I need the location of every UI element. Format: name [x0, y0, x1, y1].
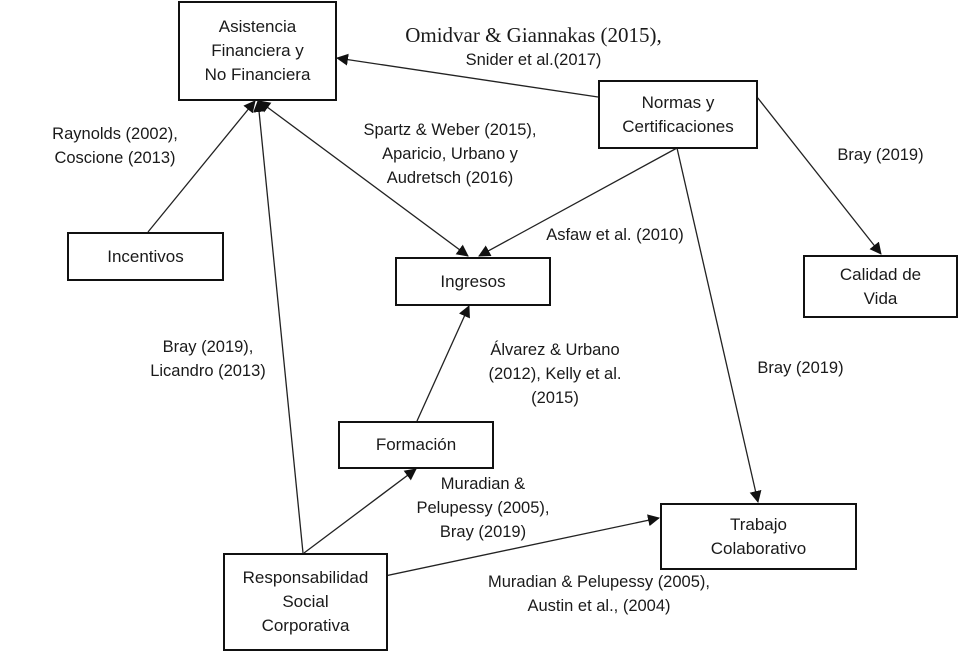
node-calidad-de-vida: Calidad de Vida — [803, 255, 958, 318]
node-text: Colaborativo — [710, 538, 807, 558]
node-ingresos: Ingresos — [395, 257, 551, 306]
label-line: Bray (2019), — [162, 338, 254, 356]
node-text: Trabajo — [729, 514, 787, 534]
edge-incentivos-asistencia — [147, 100, 256, 233]
node-trabajo-colaborativo: Trabajo Colaborativo — [660, 503, 857, 570]
label-line: Asfaw et al. (2010) — [546, 226, 684, 244]
node-text: Normas y — [641, 92, 715, 112]
label-normas-calidad: Bray (2019) — [828, 143, 933, 167]
label-line: Bray (2019) — [439, 523, 527, 541]
node-incentivos: Incentivos — [67, 232, 224, 281]
node-responsabilidad-social: Responsabilidad Social Corporativa — [223, 553, 388, 651]
edge-normas-calidad — [756, 96, 882, 255]
node-text: Financiera y — [211, 41, 304, 60]
node-text: Incentivos — [107, 246, 184, 266]
node-text: Formación — [375, 435, 457, 454]
label-incentivos-asistencia: Raynolds (2002), Coscione (2013) — [40, 122, 190, 170]
label-line: Snider et al.(2017) — [465, 51, 602, 69]
edge-rsc-asistencia — [253, 100, 304, 554]
edge-asistencia-ingresos — [258, 100, 469, 257]
node-text: Calidad de — [839, 264, 922, 284]
node-text: Vida — [863, 288, 898, 308]
node-text: Corporativa — [261, 616, 350, 635]
label-rsc-formacion: Muradian & Pelupessy (2005), Bray (2019) — [408, 472, 558, 544]
label-normas-trabajo: Bray (2019) — [748, 356, 853, 380]
label-normas-asistencia: Omidvar & Giannakas (2015), Snider et al… — [396, 22, 671, 72]
label-line: Spartz & Weber (2015), — [363, 121, 537, 139]
label-line: Omidvar & Giannakas (2015), — [405, 23, 662, 47]
label-line: Bray (2019) — [837, 146, 924, 164]
edge-rsc-formacion — [303, 468, 417, 554]
label-formacion-ingresos: Álvarez & Urbano (2012), Kelly et al. (2… — [475, 338, 635, 410]
label-line: Muradian & Pelupessy (2005), — [488, 573, 710, 591]
label-rsc-trabajo: Muradian & Pelupessy (2005), Austin et a… — [468, 570, 730, 618]
label-normas-ingresos: Asfaw et al. (2010) — [535, 223, 695, 247]
node-text: Social — [282, 592, 329, 611]
label-line: Aparicio, Urbano y — [382, 145, 518, 163]
node-text: Ingresos — [440, 271, 506, 291]
label-line: Bray (2019) — [757, 359, 844, 377]
node-formacion: Formación — [338, 421, 494, 469]
node-text: Certificaciones — [622, 116, 734, 136]
label-line: Licandro (2013) — [150, 362, 266, 380]
edge-formacion-ingresos — [416, 305, 470, 422]
edge-normas-ingresos — [478, 147, 678, 257]
edge-normas-asistencia — [336, 53, 599, 98]
edge-rsc-trabajo — [379, 514, 660, 578]
label-line: Álvarez & Urbano — [490, 341, 620, 359]
node-text: Asistencia — [218, 17, 297, 36]
label-line: Raynolds (2002), — [52, 125, 178, 143]
label-line: (2012), Kelly et al. — [488, 365, 622, 383]
label-line: Audretsch (2016) — [386, 169, 514, 187]
label-line: Coscione (2013) — [54, 149, 176, 167]
node-asistencia-financiera: Asistencia Financiera y No Financiera — [178, 1, 337, 101]
label-rsc-asistencia: Bray (2019), Licandro (2013) — [138, 335, 278, 383]
edge-normas-trabajo — [676, 147, 762, 503]
label-line: Austin et al., (2004) — [527, 597, 671, 615]
node-text: No Financiera — [204, 65, 311, 84]
node-text: Responsabilidad — [242, 568, 369, 587]
label-line: Muradian & — [440, 475, 526, 493]
label-line: Pelupessy (2005), — [416, 499, 550, 517]
label-line: (2015) — [531, 389, 579, 407]
label-asistencia-ingresos: Spartz & Weber (2015), Aparicio, Urbano … — [345, 118, 555, 190]
node-normas-certificaciones: Normas y Certificaciones — [598, 80, 758, 149]
